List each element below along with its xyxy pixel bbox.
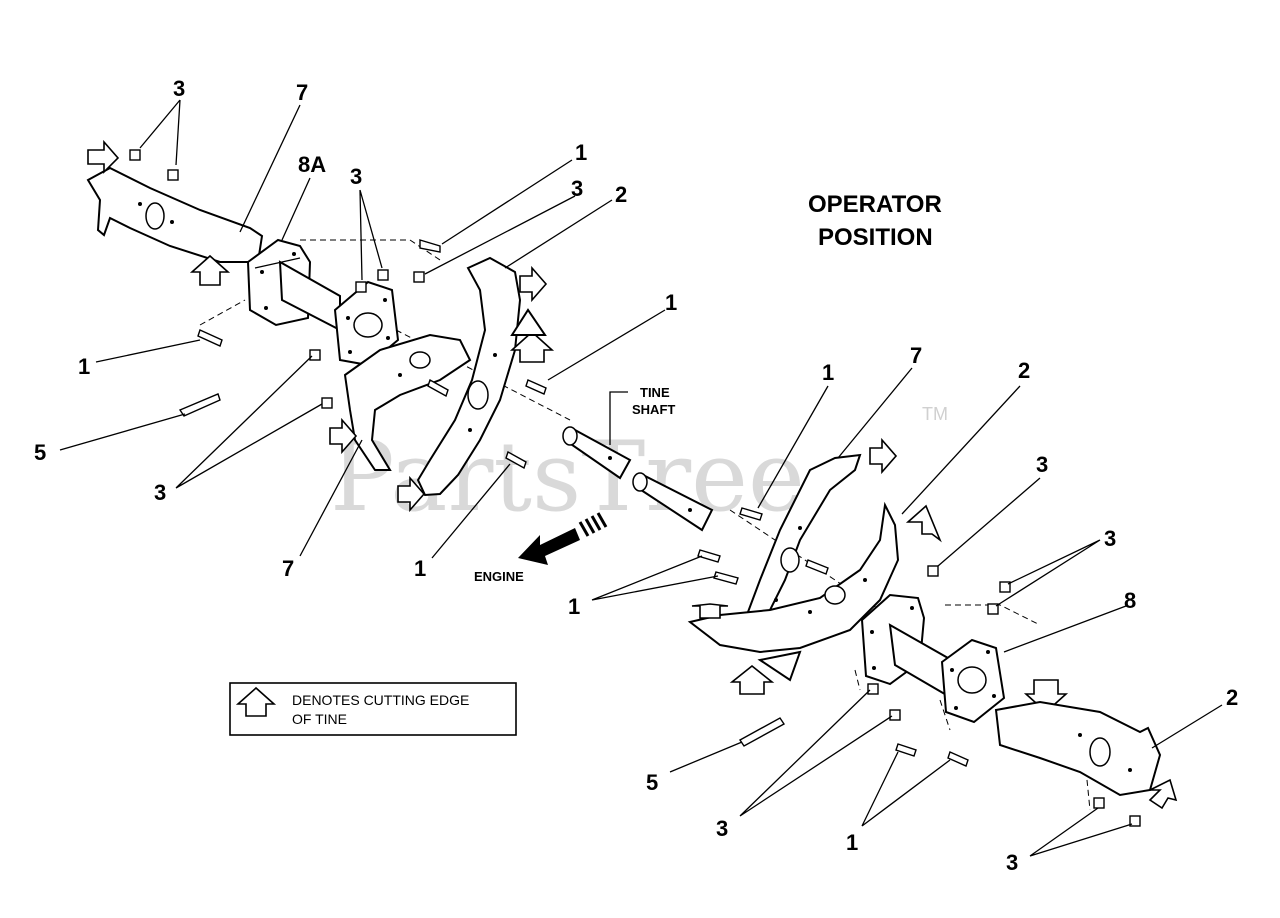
cutting-edge-arrow — [905, 504, 942, 543]
callout-3: 3 — [1036, 452, 1048, 477]
bolt-long — [178, 393, 221, 417]
cutting-edge-arrow — [729, 664, 775, 695]
tine-right-upper — [416, 256, 522, 497]
bolt — [697, 549, 721, 563]
bolt — [505, 450, 527, 470]
callout-3: 3 — [350, 164, 362, 189]
callout-3: 3 — [571, 176, 583, 201]
engine-arrow — [518, 512, 608, 565]
callout-3: 3 — [716, 816, 728, 841]
cutting-edge-arrow — [1148, 778, 1178, 810]
callout-8: 8 — [1124, 588, 1136, 613]
cutting-edge-arrow — [869, 437, 898, 475]
nut — [1093, 797, 1105, 809]
callout-1: 1 — [665, 290, 677, 315]
callout-3: 3 — [154, 480, 166, 505]
tine-shaft — [562, 426, 714, 532]
cutting-edge-arrow — [329, 417, 358, 455]
callout-2: 2 — [1226, 685, 1238, 710]
flange-8 — [940, 638, 1006, 724]
bolt — [197, 329, 223, 347]
callout-7: 7 — [910, 343, 922, 368]
callout-2: 2 — [1018, 358, 1030, 383]
bolt — [713, 571, 739, 585]
tine-right-seven — [740, 453, 862, 641]
bolt-long — [738, 717, 786, 747]
bolt — [427, 378, 449, 398]
callout-3: 3 — [1104, 526, 1116, 551]
tine-right-two — [687, 501, 900, 682]
callout-2: 2 — [615, 182, 627, 207]
callout-3: 3 — [173, 76, 185, 101]
callout-1: 1 — [846, 830, 858, 855]
watermark-tm: TM — [922, 404, 948, 424]
legend-line2: OF TINE — [292, 711, 347, 727]
nut — [321, 397, 333, 409]
tine-tip — [510, 308, 547, 336]
callout-1: 1 — [568, 594, 580, 619]
cutting-edge-arrow-icon — [235, 686, 277, 717]
tine-shaft-label-1: TINE — [640, 385, 670, 400]
callout-7: 7 — [296, 80, 308, 105]
tine-shaft-label-2: SHAFT — [632, 402, 675, 417]
flange-left-hub — [333, 280, 400, 367]
nut — [987, 603, 999, 615]
bolt — [525, 379, 547, 395]
callout-1: 1 — [575, 140, 587, 165]
callout-1: 1 — [822, 360, 834, 385]
bolt — [895, 743, 917, 757]
cutting-edge-arrow — [87, 139, 120, 174]
legend-box: DENOTES CUTTING EDGE OF TINE — [229, 682, 517, 736]
nut — [1129, 815, 1141, 827]
cutting-edge-arrow — [519, 265, 548, 303]
nut — [999, 581, 1011, 593]
bolt — [805, 559, 829, 575]
tine-far-right — [994, 700, 1162, 797]
bolt — [947, 751, 969, 767]
callout-1: 1 — [78, 354, 90, 379]
operator-position-line2: POSITION — [818, 224, 933, 251]
nut — [889, 709, 901, 721]
operator-position-line1: OPERATOR — [808, 191, 942, 218]
engine-label: ENGINE — [474, 569, 524, 584]
nut — [413, 271, 425, 283]
tine-left-lower — [343, 333, 472, 471]
callout-7: 7 — [282, 556, 294, 581]
cutting-edge-arrow — [1023, 679, 1069, 714]
callout-8a: 8A — [298, 152, 326, 177]
nut — [355, 281, 367, 293]
cutting-edge-arrow — [189, 254, 231, 286]
cutting-edge-arrow — [691, 603, 729, 619]
bolt — [419, 239, 441, 253]
callout-5: 5 — [646, 770, 658, 795]
cutting-edge-arrow — [509, 330, 555, 363]
bolt — [739, 507, 763, 521]
nut — [167, 169, 179, 181]
callout-5: 5 — [34, 440, 46, 465]
nut — [377, 269, 389, 281]
callout-1: 1 — [414, 556, 426, 581]
nut — [867, 683, 879, 695]
legend-line1: DENOTES CUTTING EDGE — [292, 692, 469, 708]
nut — [129, 149, 141, 161]
callout-3: 3 — [1006, 850, 1018, 875]
nut — [309, 349, 321, 361]
nut — [927, 565, 939, 577]
tine-left-upper — [86, 166, 264, 263]
cutting-edge-arrow — [397, 475, 426, 513]
